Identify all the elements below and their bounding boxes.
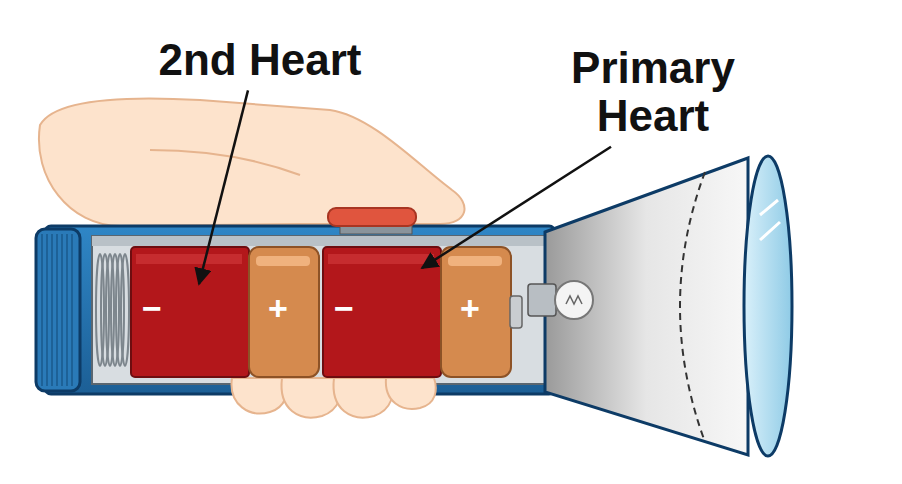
switch-button <box>328 208 416 226</box>
leader-arrow <box>199 90 248 284</box>
battery: −+ <box>130 246 322 378</box>
reflector-edge <box>680 172 705 442</box>
part-label: Primary Heart <box>548 44 758 141</box>
battery: −+ <box>322 246 530 378</box>
lens <box>744 156 792 456</box>
hand <box>39 98 465 226</box>
end-cap <box>36 229 80 391</box>
negative-terminal-sign: − <box>334 291 354 325</box>
bulb-filament <box>566 296 582 304</box>
cap-knurling <box>42 234 72 386</box>
bulb <box>555 281 593 319</box>
positive-terminal-sign: + <box>460 291 480 325</box>
bulb-socket <box>528 284 556 316</box>
finger-crease <box>150 150 300 175</box>
tube-cutaway <box>92 236 550 384</box>
tube-inner-shadow <box>92 236 550 246</box>
fingers <box>232 378 436 417</box>
leader-arrow <box>422 147 611 268</box>
positive-terminal-sign: + <box>268 291 288 325</box>
lens-glint <box>760 200 780 240</box>
flashlight-tube <box>45 226 555 394</box>
part-label: 2nd Heart <box>140 36 380 84</box>
negative-terminal-sign: − <box>142 291 162 325</box>
reflector <box>545 158 748 455</box>
spring <box>96 254 129 366</box>
